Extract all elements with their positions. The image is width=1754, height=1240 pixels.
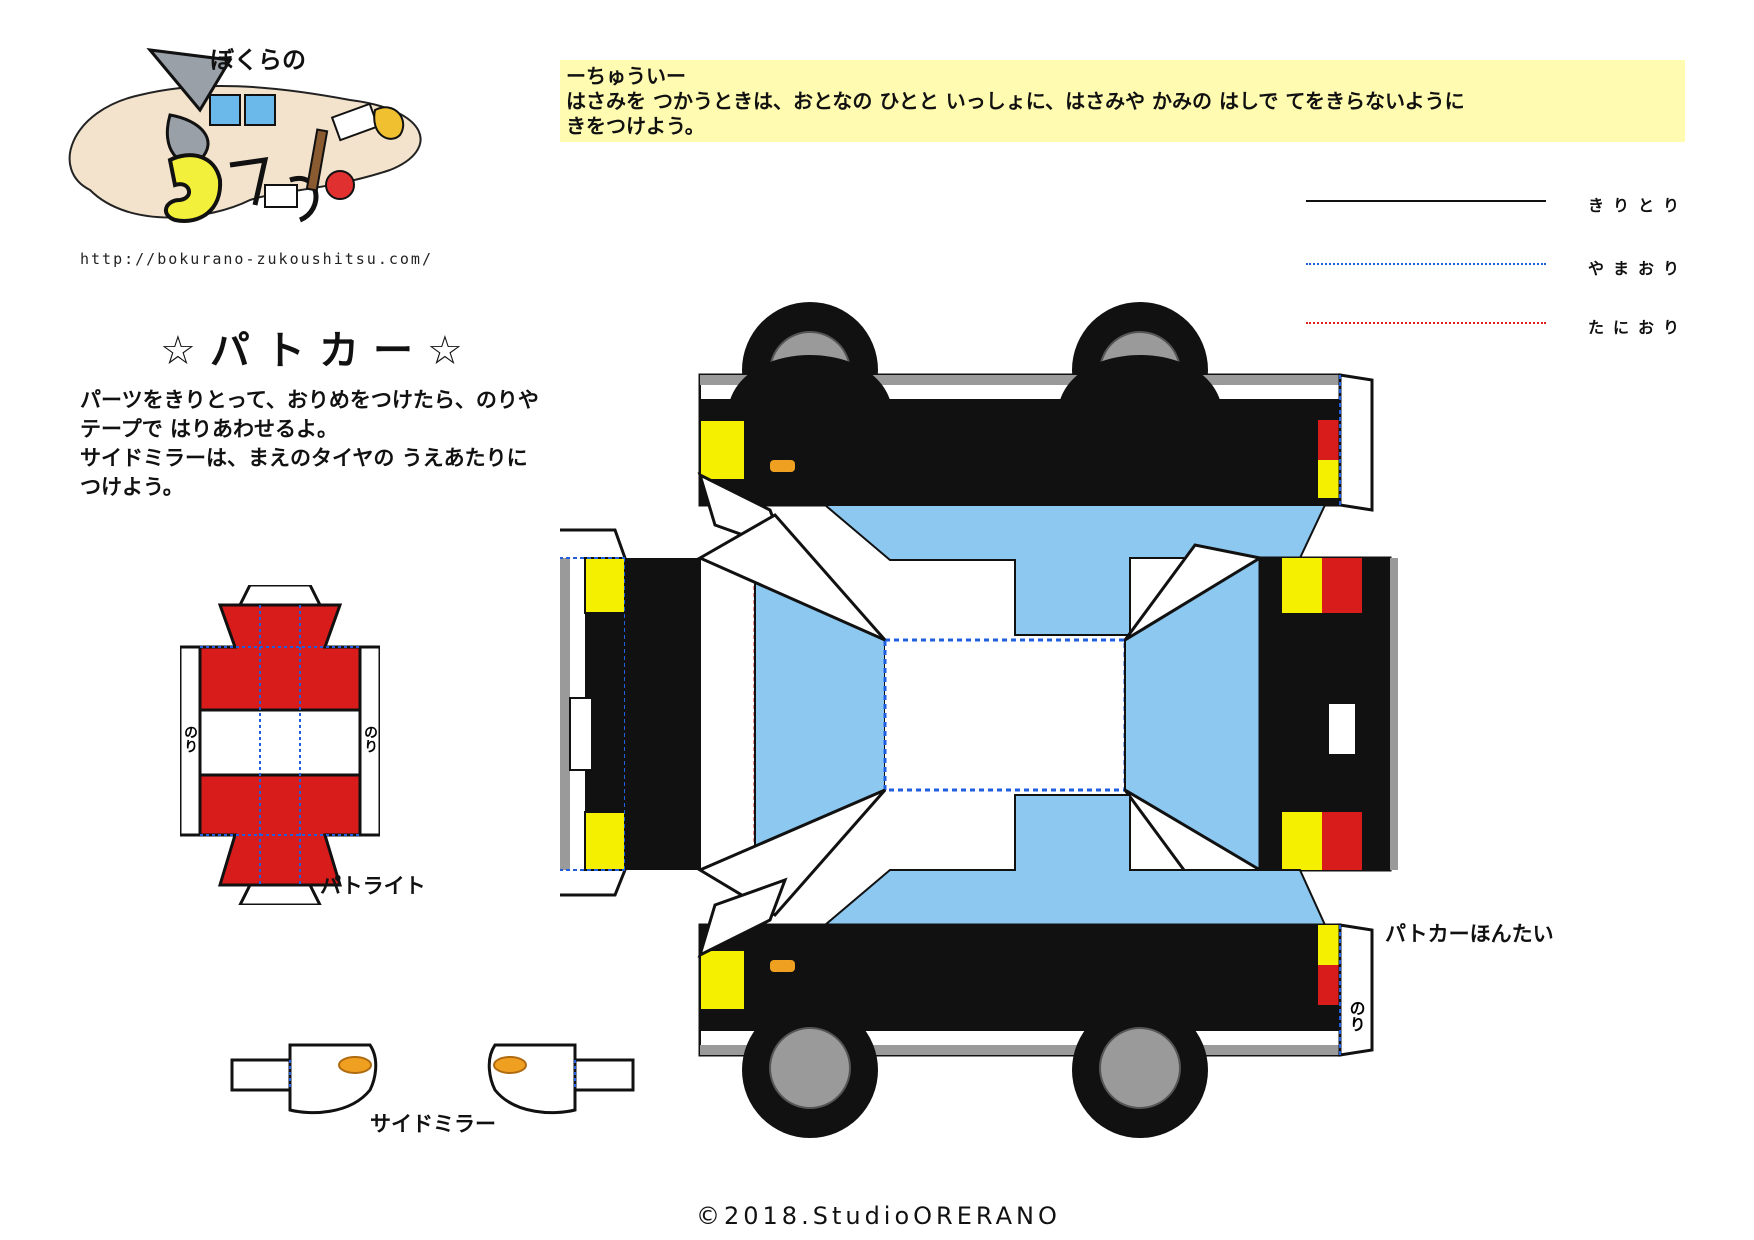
glue-tab (697, 877, 788, 958)
instruction-line: サイドミラーは、まえのタイヤの うえあたりに (80, 446, 528, 470)
scissors-icon (146, 48, 233, 113)
rear-window (1124, 556, 1261, 872)
logo-url[interactable]: http://bokurano-zukoushitsu.com/ (80, 250, 433, 268)
patlight-label: パトライト (320, 874, 426, 898)
legend-valley-line (1306, 322, 1546, 324)
siren-red-bottom (198, 773, 362, 887)
caution-line-1: はさみを つかうときは、おとなの ひとと いっしょに、はさみや かみの はしで … (566, 89, 1465, 113)
logo-kana: ぼくらの (210, 46, 306, 74)
glue-label: のり (362, 725, 378, 753)
instruction-line: つけよう。 (80, 475, 184, 499)
logo-graphic: ぼくらの (68, 46, 422, 223)
glue-tab (1338, 923, 1374, 1057)
window-bottom (785, 794, 1327, 926)
glue-tab (237, 585, 323, 607)
brush-icon (305, 128, 329, 192)
body-label: パトカーほんたい (1385, 922, 1554, 946)
copyright: ©2018.StudioORERANO (696, 1202, 1061, 1230)
glue-label: のり (1347, 1000, 1366, 1032)
glue-tab (696, 788, 887, 917)
legend-mountain-line (1306, 263, 1546, 265)
window-top (785, 504, 1327, 636)
glue-tab (696, 513, 887, 642)
instruction-line: パーツをきりとって、おりめをつけたら、のりや (80, 388, 539, 412)
siren-red-top (198, 603, 362, 712)
side-mirror-right (487, 1043, 635, 1115)
instructions: パーツをきりとって、おりめをつけたら、のりや テープで はりあわせるよ。 サイド… (80, 386, 640, 502)
caution-line-2: きをつけよう。 (566, 114, 705, 138)
glue-tab (1338, 373, 1374, 512)
car-body-part: のり (560, 302, 1398, 1138)
caution-box: ーちゅういー はさみを つかうときは、おとなの ひとと いっしょに、はさみや か… (560, 60, 1685, 142)
legend-cut-line (1306, 200, 1546, 202)
glue-tab (1123, 543, 1265, 642)
mirror-label: サイドミラー (370, 1112, 496, 1136)
legend-valley-label: たにおり (1588, 318, 1689, 337)
instruction-line: テープで はりあわせるよ。 (80, 417, 339, 441)
side-mirror-left (230, 1043, 378, 1115)
patlight-part: のり のり (180, 585, 380, 905)
patlight-white-band (198, 708, 362, 777)
legend-mountain-label: やまおり (1588, 259, 1689, 278)
logo: ぼくらの (50, 40, 470, 250)
glue-tab (238, 883, 322, 905)
legend-cut-label: きりとり (1588, 196, 1689, 215)
caution-heading: ーちゅういー (566, 64, 686, 88)
glue-label: のり (182, 725, 198, 753)
roof (883, 638, 1127, 792)
page-title: ☆パトカー☆ (160, 328, 477, 374)
